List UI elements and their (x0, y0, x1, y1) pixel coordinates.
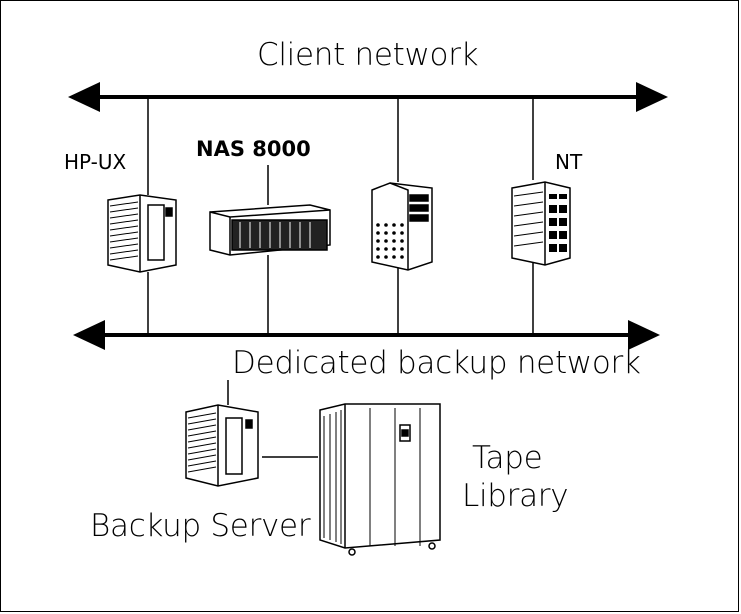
hpux-server-icon (107, 194, 177, 273)
client-network-label: Client network (257, 37, 479, 73)
nas-8000-icon (209, 204, 331, 256)
backup-network-line (73, 320, 660, 350)
client-network-line (68, 82, 668, 112)
tape-library-label-line1: Tape (472, 440, 543, 476)
nt-label: NT (555, 150, 583, 174)
nt-server-icon (511, 181, 571, 266)
tower-server-icon (371, 182, 433, 271)
connector-lines (147, 97, 534, 458)
nas-8000-label: NAS 8000 (196, 137, 311, 161)
backup-server-icon (185, 404, 259, 487)
backup-server-label: Backup Server (90, 508, 311, 544)
tape-library-label-line2: Library (462, 478, 569, 514)
hpux-label: HP-UX (64, 150, 127, 174)
tape-library-icon (319, 403, 441, 556)
backup-network-label: Dedicated backup network (232, 345, 641, 381)
